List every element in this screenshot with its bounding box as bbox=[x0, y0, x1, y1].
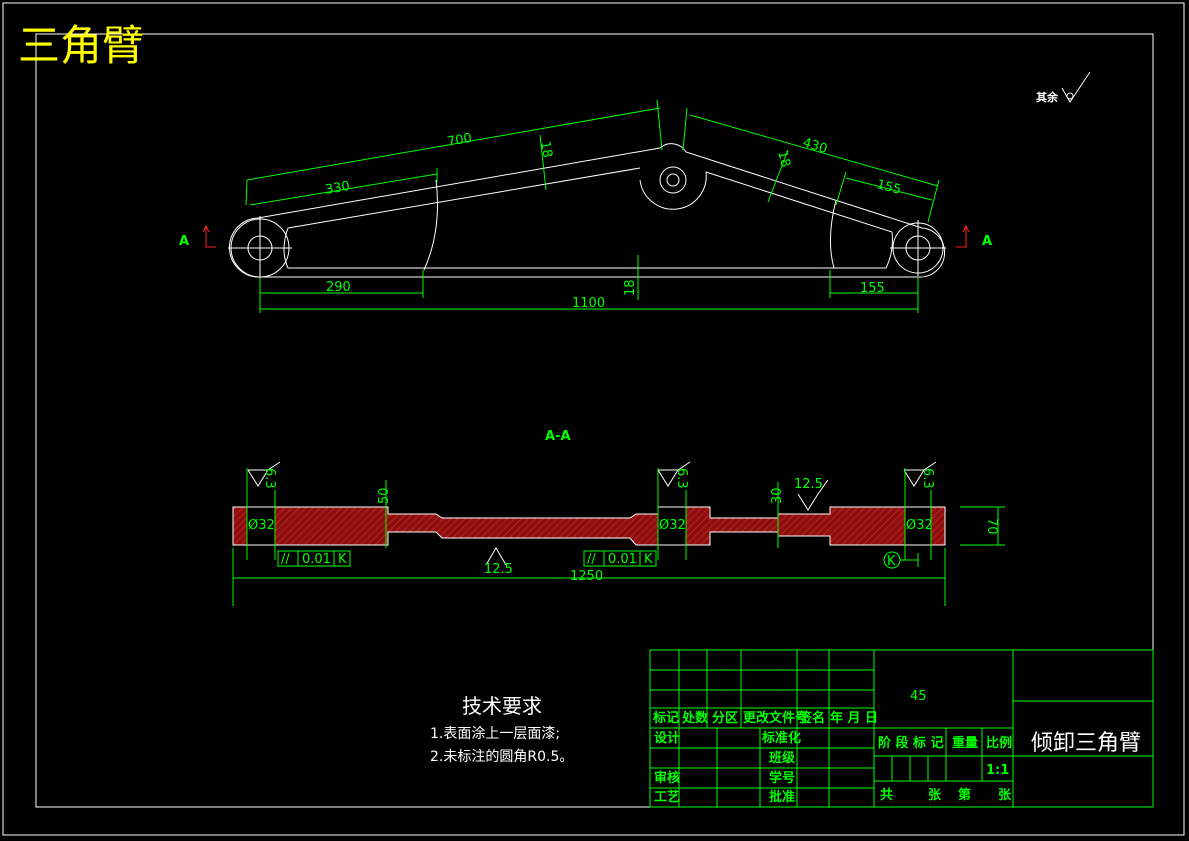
sheet-title: 三角臂 bbox=[18, 21, 144, 70]
tb-review: 审核 bbox=[654, 770, 680, 786]
tolerance-2-symbol: // bbox=[587, 552, 596, 567]
dim-155-top: 155 bbox=[875, 177, 903, 198]
dim-700: 700 bbox=[446, 131, 473, 150]
dim-1250: 1250 bbox=[570, 569, 603, 584]
tb-scale: 1:1 bbox=[986, 763, 1009, 778]
tb-drawing-name: 倾卸三角臂 bbox=[1031, 731, 1141, 756]
tb-count: 处数 bbox=[681, 710, 709, 726]
tb-weight: 重量 bbox=[952, 735, 978, 751]
inner-border bbox=[35, 33, 1154, 808]
dim-18-right: 18 bbox=[774, 149, 793, 169]
tb-material: 45 bbox=[910, 689, 927, 704]
tb-date: 年 月 日 bbox=[830, 710, 878, 726]
datum-k: K bbox=[887, 554, 896, 569]
rough-6.3-b: 6.3 bbox=[674, 468, 689, 489]
tolerance-2-ref: K bbox=[644, 552, 653, 567]
dim-1100: 1100 bbox=[572, 296, 605, 311]
tolerance-1-symbol: // bbox=[281, 552, 290, 567]
tb-sheets-zhang1: 张 bbox=[928, 788, 942, 803]
section-view: 6.3 6.3 6.3 50 30 12.5 12.5 Ø32 Ø32 Ø32 … bbox=[232, 461, 1005, 606]
dim-18-left: 18 bbox=[537, 140, 555, 159]
title-block: 标记 处数 分区 更改文件号 签名 年 月 日 设计 标准化 班级 审核 学号 … bbox=[649, 649, 1154, 808]
dim-155-bottom: 155 bbox=[860, 281, 885, 296]
tech-requirements: 技术要求 1.表面涂上一层面漆; 2.未标注的圆角R0.5。 bbox=[430, 694, 573, 765]
tolerance-1-ref: K bbox=[338, 552, 347, 567]
tech-req-item-1: 1.表面涂上一层面漆; bbox=[430, 726, 560, 742]
tb-sheets-di: 第 bbox=[958, 787, 971, 803]
rough-12.5-bottom: 12.5 bbox=[484, 562, 513, 577]
dim-phi32-c: Ø32 bbox=[906, 518, 933, 533]
tb-student-no: 学号 bbox=[769, 770, 795, 786]
dim-330: 330 bbox=[324, 179, 351, 198]
section-mark-left: A bbox=[179, 234, 189, 249]
roughness-symbol: 其余 bbox=[1036, 71, 1091, 104]
front-outline bbox=[229, 143, 946, 278]
dim-phi32-b: Ø32 bbox=[659, 518, 686, 533]
rough-6.3-a: 6.3 bbox=[262, 468, 277, 489]
tb-zone: 分区 bbox=[712, 710, 738, 726]
tb-standard: 标准化 bbox=[761, 730, 801, 746]
tb-sheets-zhang2: 张 bbox=[998, 788, 1012, 803]
dim-18-bottom: 18 bbox=[623, 279, 638, 296]
rough-12.5-top: 12.5 bbox=[794, 477, 823, 492]
tb-stage-mark: 阶 段 标 记 bbox=[878, 735, 944, 751]
rough-6.3-c: 6.3 bbox=[920, 468, 935, 489]
dim-phi32-a: Ø32 bbox=[248, 518, 275, 533]
tb-class: 班级 bbox=[769, 750, 796, 766]
tech-req-title: 技术要求 bbox=[462, 694, 542, 718]
tb-sign: 签名 bbox=[798, 710, 825, 726]
roughness-note: 其余 bbox=[1036, 90, 1059, 104]
tb-process: 工艺 bbox=[654, 789, 680, 805]
tech-req-item-2: 2.未标注的圆角R0.5。 bbox=[430, 749, 573, 765]
section-label: A-A bbox=[545, 429, 571, 444]
dim-430: 430 bbox=[801, 135, 829, 157]
tb-design: 设计 bbox=[654, 730, 680, 746]
tolerance-1-value: 0.01 bbox=[302, 552, 331, 567]
dim-50: 50 bbox=[377, 487, 392, 504]
tb-sheets-total: 共 bbox=[880, 787, 893, 803]
tb-change-doc: 更改文件号 bbox=[743, 710, 808, 726]
tb-ratio: 比例 bbox=[986, 735, 1012, 751]
tb-approve: 批准 bbox=[769, 789, 795, 805]
dim-290: 290 bbox=[326, 280, 351, 295]
dim-70: 70 bbox=[984, 518, 999, 535]
tb-mark: 标记 bbox=[652, 710, 679, 726]
tolerance-2-value: 0.01 bbox=[608, 552, 637, 567]
dim-30: 30 bbox=[770, 487, 785, 504]
section-mark-right: A bbox=[982, 234, 992, 249]
front-view: A A bbox=[179, 99, 992, 313]
